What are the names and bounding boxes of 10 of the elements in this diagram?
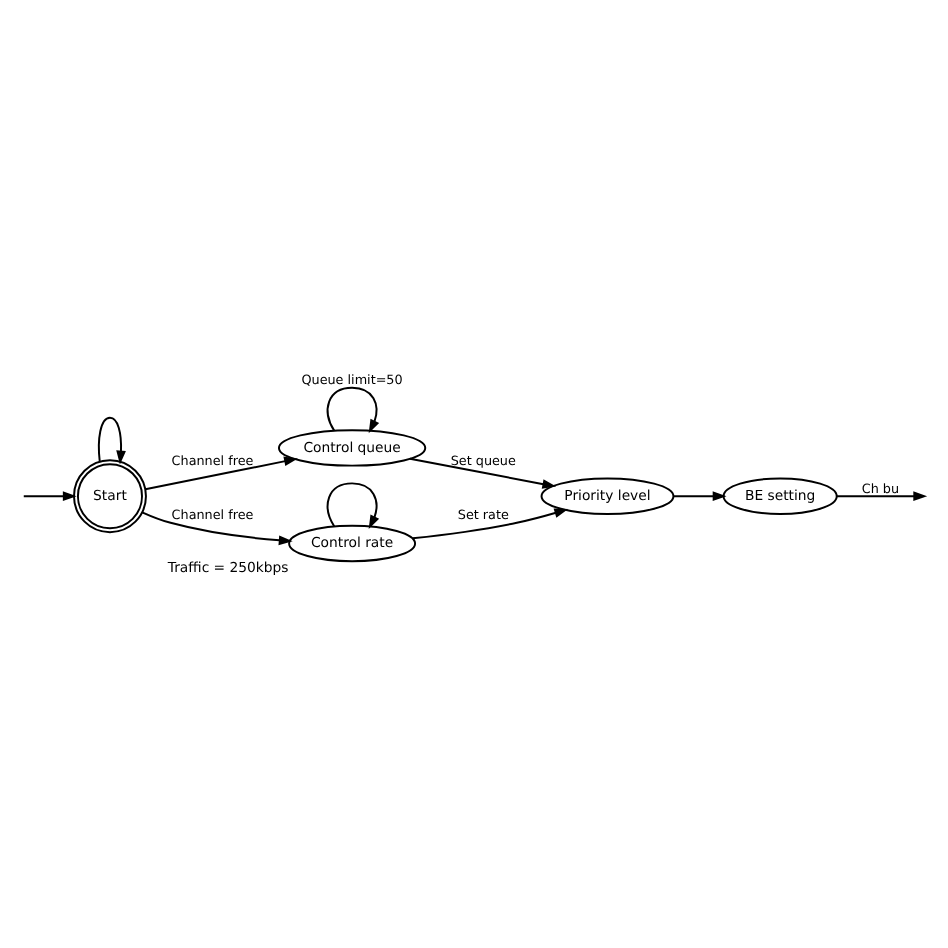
arrow [326,385,380,433]
arrow [141,510,293,545]
arrow [326,481,380,528]
arrow [835,490,928,501]
arrow [408,456,557,488]
arrow [672,490,727,501]
arrow [411,507,569,539]
arrow [97,415,126,464]
arrow [144,455,298,490]
arrow [22,490,77,501]
